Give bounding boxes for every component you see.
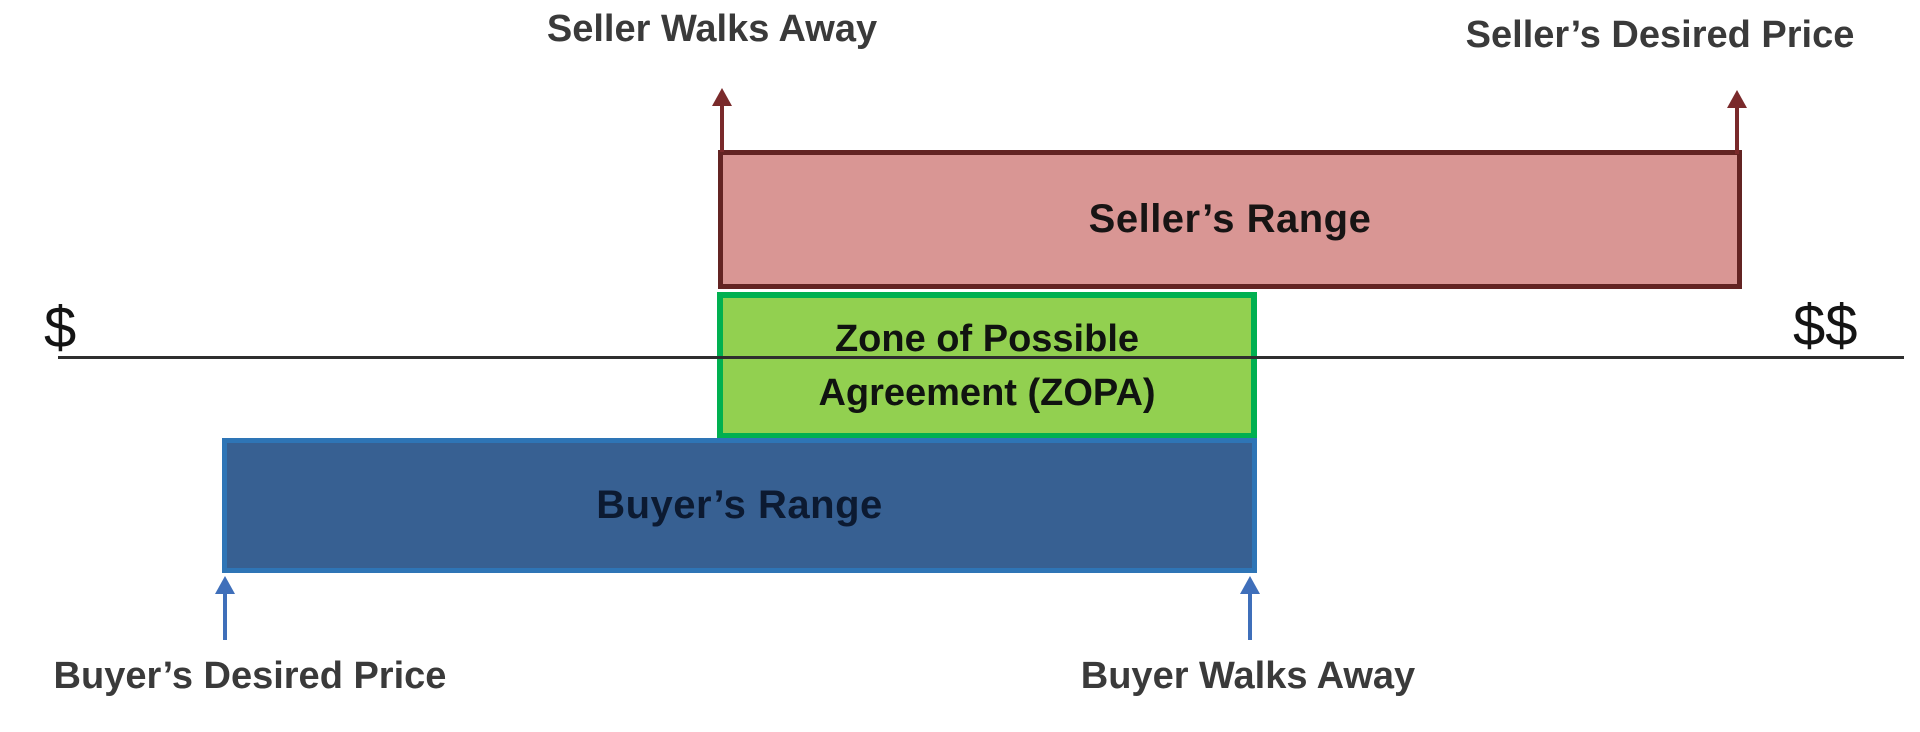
buyer-walks-away-arrow bbox=[1248, 594, 1252, 640]
buyer-range-bar: Buyer’s Range bbox=[222, 438, 1257, 573]
seller-desired-price-arrow bbox=[1735, 108, 1739, 154]
low-price-symbol: $ bbox=[44, 295, 77, 360]
zopa-label-line1: Zone of Possible bbox=[834, 317, 1140, 360]
buyer-desired-price-label: Buyer’s Desired Price bbox=[53, 655, 447, 697]
seller-range-bar: Seller’s Range bbox=[718, 150, 1742, 289]
buyer-range-label: Buyer’s Range bbox=[596, 483, 883, 527]
seller-walks-away-arrow bbox=[720, 106, 724, 152]
seller-desired-price-label: Seller’s Desired Price bbox=[1465, 14, 1855, 56]
buyer-desired-price-arrowhead-icon bbox=[215, 576, 235, 594]
buyer-walks-away-label: Buyer Walks Away bbox=[1080, 655, 1416, 697]
seller-walks-away-arrowhead-icon bbox=[712, 88, 732, 106]
zopa-box: Zone of Possible Agreement (ZOPA) bbox=[717, 292, 1257, 439]
seller-range-label: Seller’s Range bbox=[1088, 197, 1372, 241]
buyer-desired-price-arrow bbox=[223, 594, 227, 640]
zopa-label-line2: Agreement (ZOPA) bbox=[818, 371, 1156, 414]
price-axis-line bbox=[58, 356, 1904, 359]
buyer-walks-away-arrowhead-icon bbox=[1240, 576, 1260, 594]
seller-walks-away-label: Seller Walks Away bbox=[546, 8, 878, 50]
high-price-symbol: $$ bbox=[1793, 293, 1858, 358]
seller-desired-price-arrowhead-icon bbox=[1727, 90, 1747, 108]
